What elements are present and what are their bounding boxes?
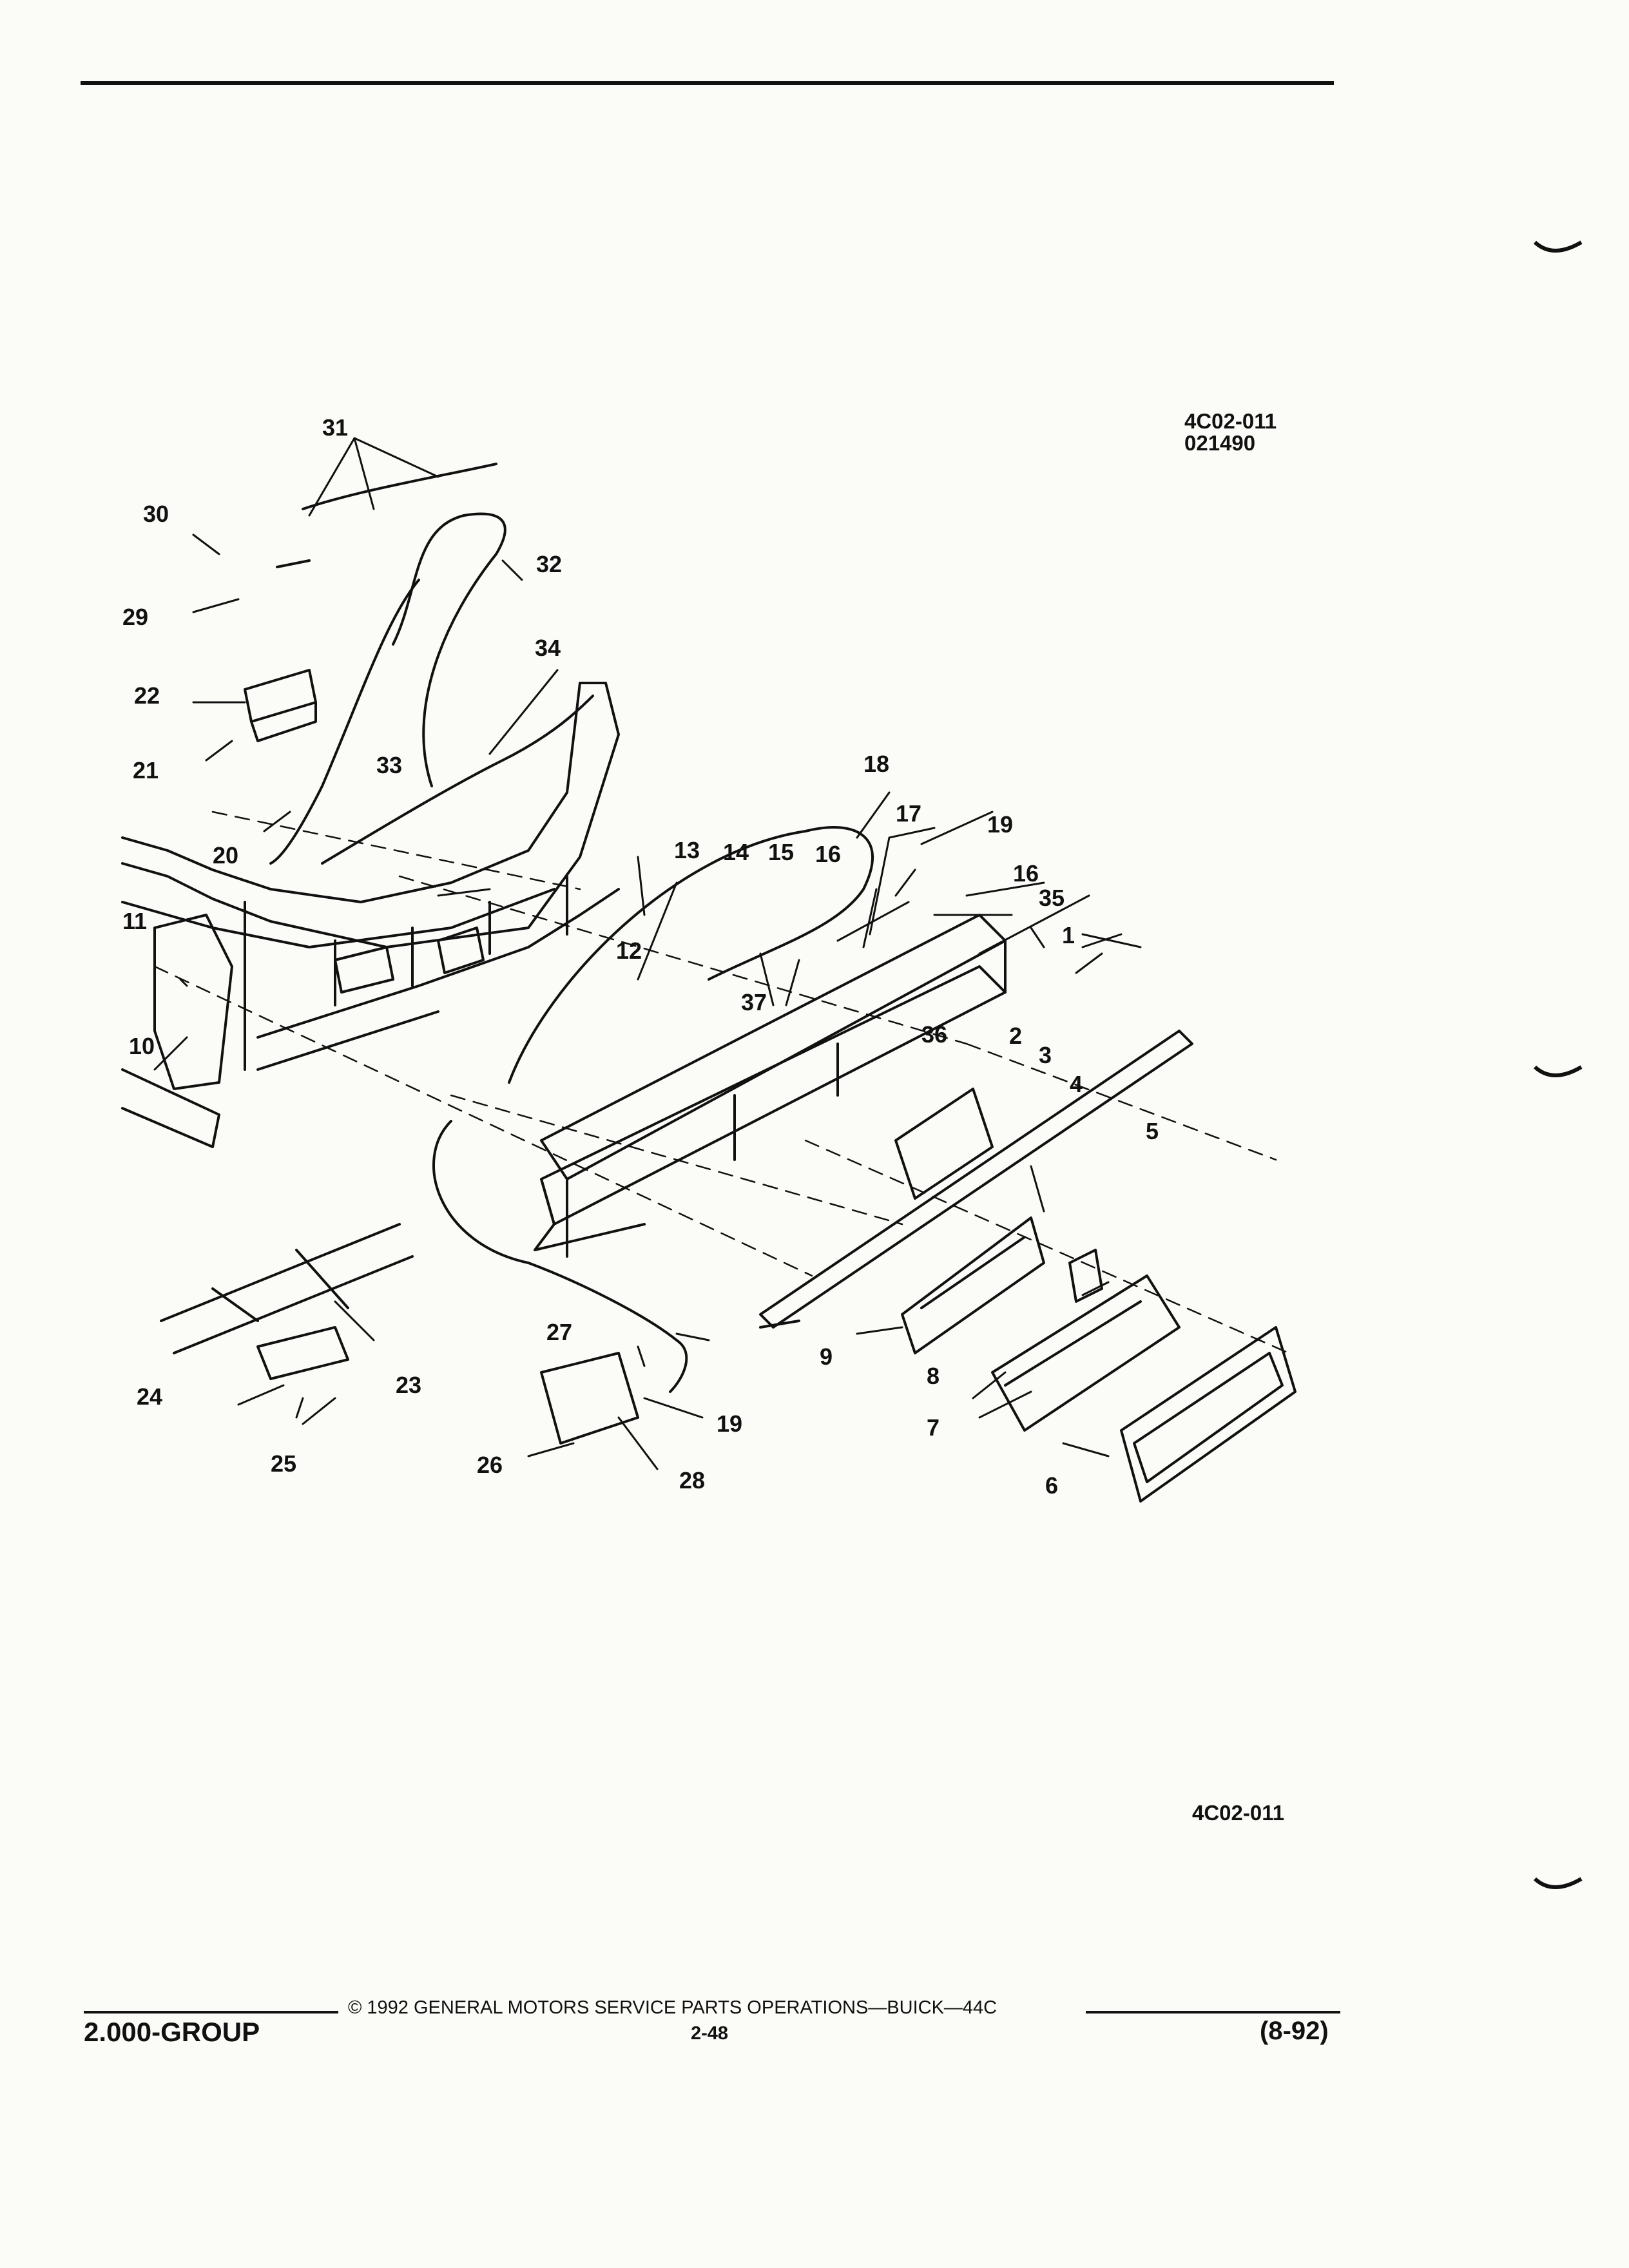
callout-26: 26 <box>477 1452 503 1478</box>
lamp-gasket-2 <box>894 1088 994 1200</box>
callout-36: 36 <box>921 1021 948 1048</box>
reference-code: 4C02-011 <box>1184 409 1277 433</box>
footer-copyright: © 1992 GENERAL MOTORS SERVICE PARTS OPER… <box>348 1997 998 2018</box>
revision-date: (8-92) <box>1260 2017 1329 2045</box>
callout-31: 31 <box>322 414 349 441</box>
callout-21: 21 <box>133 757 159 783</box>
callout-11: 11 <box>122 908 148 934</box>
lamp-bezel-6 <box>1120 1326 1296 1503</box>
callout-4: 4 <box>1070 1071 1083 1097</box>
callout-8: 8 <box>927 1363 940 1389</box>
reflector-8 <box>1068 1249 1103 1303</box>
bracket-23 <box>160 1223 414 1354</box>
callout-23: 23 <box>396 1372 422 1398</box>
callout-7: 7 <box>927 1414 940 1441</box>
callout-3: 3 <box>1039 1042 1052 1068</box>
callout-9: 9 <box>820 1343 833 1370</box>
bracket-24 <box>256 1326 349 1380</box>
callout-10: 10 <box>129 1033 155 1059</box>
callout-17: 17 <box>896 800 922 827</box>
callout-5: 5 <box>1146 1118 1159 1144</box>
binder-mark-2 <box>1534 1065 1583 1077</box>
lamp-housing-9 <box>901 1216 1045 1354</box>
footer-rule-right <box>1086 2011 1340 2013</box>
callout-16-left: 16 <box>815 841 842 867</box>
callout-13: 13 <box>674 837 700 863</box>
callout-28: 28 <box>679 1467 706 1494</box>
callout-12: 12 <box>616 937 642 964</box>
callout-35: 35 <box>1039 885 1065 911</box>
callout-30: 30 <box>143 501 169 527</box>
callout-20: 20 <box>213 842 239 869</box>
bumper-molding <box>759 1030 1193 1329</box>
footer-rule-left <box>84 2011 338 2013</box>
license-lamp-28 <box>540 1352 639 1445</box>
group-label: 2.000-GROUP <box>84 2017 260 2047</box>
header-rule <box>81 81 1334 85</box>
callout-27: 27 <box>546 1319 573 1345</box>
callout-29: 29 <box>122 604 149 630</box>
callout-1: 1 <box>1062 922 1075 948</box>
callout-19-bottom: 19 <box>717 1410 743 1437</box>
reference-date: 021490 <box>1184 431 1256 455</box>
callout-37: 37 <box>741 989 767 1015</box>
callout-18: 18 <box>863 751 890 777</box>
figure-code: 4C02-011 <box>1192 1801 1285 1825</box>
binder-mark-3 <box>1534 1877 1583 1889</box>
callout-19-top: 19 <box>987 811 1014 838</box>
binder-mark-1 <box>1534 240 1583 253</box>
callout-22: 22 <box>134 682 160 709</box>
callout-2: 2 <box>1009 1023 1023 1049</box>
rear-body-panel <box>121 682 620 948</box>
callout-15: 15 <box>768 839 795 865</box>
callout-16-right: 16 <box>1013 860 1039 887</box>
page-number: 2-48 <box>691 2023 729 2044</box>
stop-lamp-22 <box>244 669 317 742</box>
callout-34: 34 <box>535 635 561 661</box>
callout-32: 32 <box>536 551 563 577</box>
callout-25: 25 <box>271 1450 297 1477</box>
tail-lamp-7 <box>991 1274 1181 1432</box>
callout-33: 33 <box>376 752 403 778</box>
callout-14: 14 <box>723 839 749 865</box>
callout-6: 6 <box>1045 1472 1059 1499</box>
wiring-harness <box>432 1120 688 1393</box>
callout-24: 24 <box>137 1383 163 1410</box>
